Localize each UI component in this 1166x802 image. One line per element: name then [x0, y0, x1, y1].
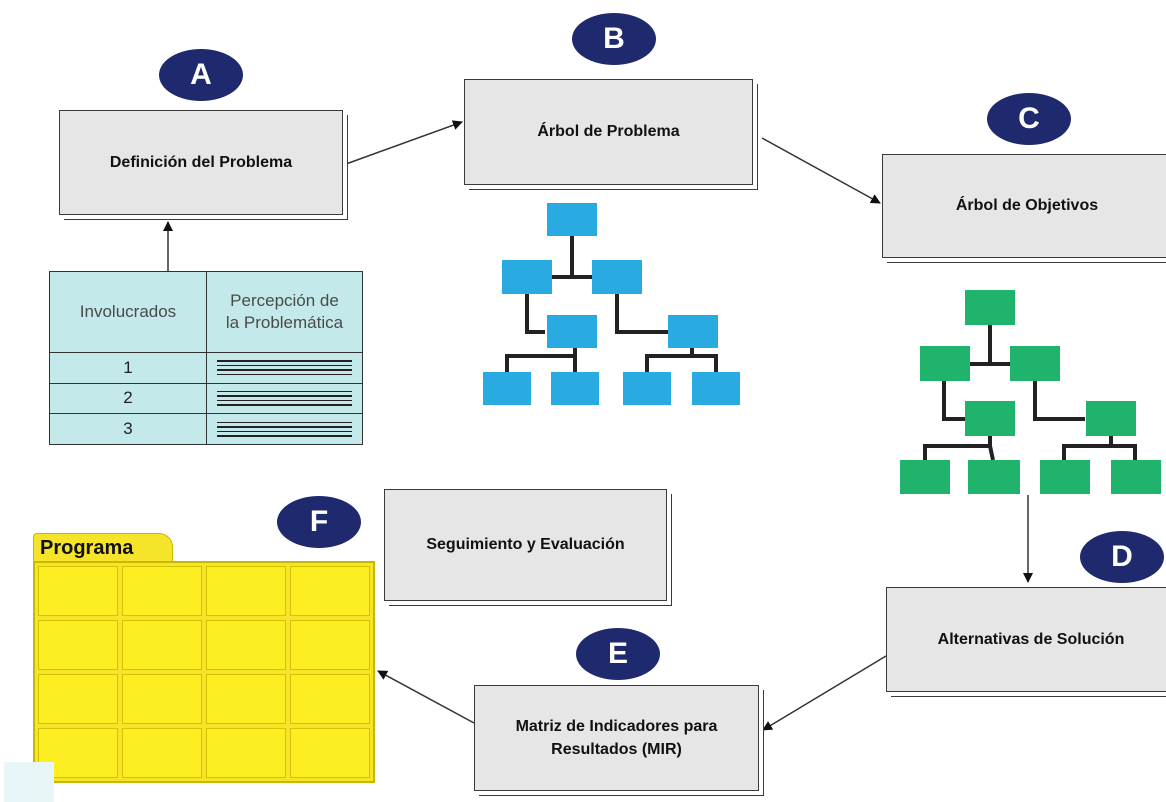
- table-row: 2: [49, 382, 363, 415]
- step-mir-box: Matriz de Indicadores para Resultados (M…: [474, 685, 759, 791]
- table-row: 3: [49, 413, 363, 445]
- program-grid-cell: [206, 620, 286, 670]
- table-header-perception-line1: Percepción de: [230, 290, 339, 310]
- program-grid-cell: [290, 674, 370, 724]
- badge-c: C: [987, 93, 1071, 145]
- program-grid-cell: [122, 728, 202, 778]
- step-evaluation-box: Seguimiento y Evaluación: [384, 489, 667, 601]
- step-problem-tree-box: Árbol de Problema: [464, 79, 753, 185]
- badge-e: E: [576, 628, 660, 680]
- badge-a: A: [159, 49, 243, 101]
- table-row-lines: [206, 413, 363, 445]
- program-grid-cell: [290, 566, 370, 616]
- step-objective-tree-box: Árbol de Objetivos: [882, 154, 1166, 258]
- objective-tree-icon: [900, 290, 1161, 494]
- mir-label-line2: Resultados (MIR): [551, 741, 682, 758]
- program-grid-cell: [122, 620, 202, 670]
- arrow-a-to-b: [345, 120, 463, 165]
- table-row-number: 2: [49, 382, 207, 415]
- table-row-number: 3: [49, 413, 207, 445]
- problem-tree-icon: [483, 203, 740, 405]
- involved-table: Involucrados Percepción de la Problemáti…: [49, 271, 363, 445]
- program-grid-cell: [38, 566, 118, 616]
- table-row-lines: [206, 382, 363, 415]
- program-grid-cell: [290, 620, 370, 670]
- table-row-lines: [206, 352, 363, 384]
- step-alternatives-box: Alternativas de Solución: [886, 587, 1166, 692]
- corner-decoration: [4, 762, 54, 802]
- badge-b: B: [572, 13, 656, 65]
- program-grid-cell: [38, 620, 118, 670]
- arrow-b-to-c: [761, 137, 881, 204]
- arrow-e-to-program: [377, 670, 475, 724]
- step-definition-box: Definición del Problema: [59, 110, 343, 215]
- program-grid-cell: [122, 674, 202, 724]
- program-grid-cell: [122, 566, 202, 616]
- table-row-number: 1: [49, 352, 207, 384]
- program-grid: [33, 561, 375, 783]
- mir-label-line1: Matriz de Indicadores para: [515, 717, 718, 735]
- program-grid-cell: [206, 566, 286, 616]
- program-grid-cell: [38, 674, 118, 724]
- table-row: 1: [49, 352, 363, 384]
- table-header-perception: Percepción de la Problemática: [206, 271, 363, 353]
- arrow-d-to-e: [762, 655, 887, 731]
- table-header-perception-line2: la Problemática: [225, 313, 344, 332]
- program-grid-cell: [290, 728, 370, 778]
- table-header-involved: Involucrados: [49, 271, 207, 353]
- program-folder-tab: Programa: [33, 533, 173, 561]
- badge-f: F: [277, 496, 361, 548]
- badge-d: D: [1080, 531, 1164, 583]
- program-grid-cell: [206, 728, 286, 778]
- program-grid-cell: [206, 674, 286, 724]
